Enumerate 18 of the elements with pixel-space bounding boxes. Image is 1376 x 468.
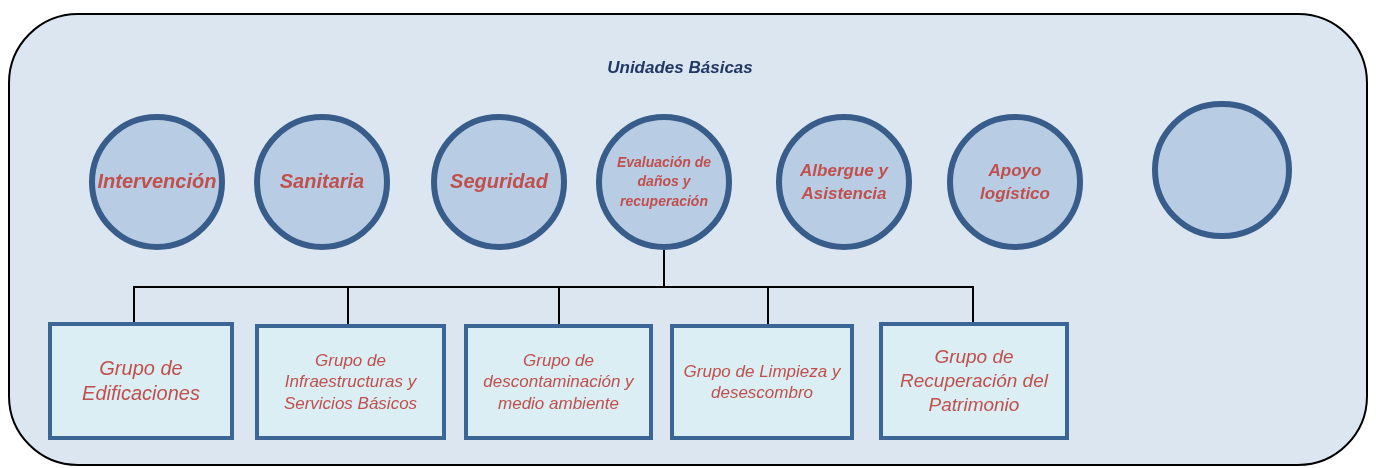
unit-label: Seguridad xyxy=(450,169,548,195)
group-label: Grupo de descontaminación y medio ambiente xyxy=(482,350,635,414)
group-label: Grupo de Recuperación del Patrimonio xyxy=(899,345,1050,417)
panel-background xyxy=(8,13,1368,466)
group-box xyxy=(255,324,446,440)
group-box xyxy=(48,322,234,440)
group-box xyxy=(464,324,653,440)
unit-label: Apoyo logístico xyxy=(979,159,1051,205)
group-label: Grupo de Infraestructuras y Servicios Básicos xyxy=(282,350,419,414)
panel-heading: Unidades Básicas xyxy=(606,57,754,79)
unit-label: Sanitaria xyxy=(279,169,365,195)
group-box xyxy=(879,322,1069,440)
group-label: Grupo de Edificaciones xyxy=(81,356,201,406)
group-label: Grupo de Limpieza y desescombro xyxy=(682,360,842,404)
group-box xyxy=(670,324,854,440)
unit-label: Albergue y Asistencia xyxy=(799,159,890,205)
unit-label: Intervención xyxy=(97,169,217,195)
unit-label: Evaluación de daños y recuperación xyxy=(615,153,713,211)
